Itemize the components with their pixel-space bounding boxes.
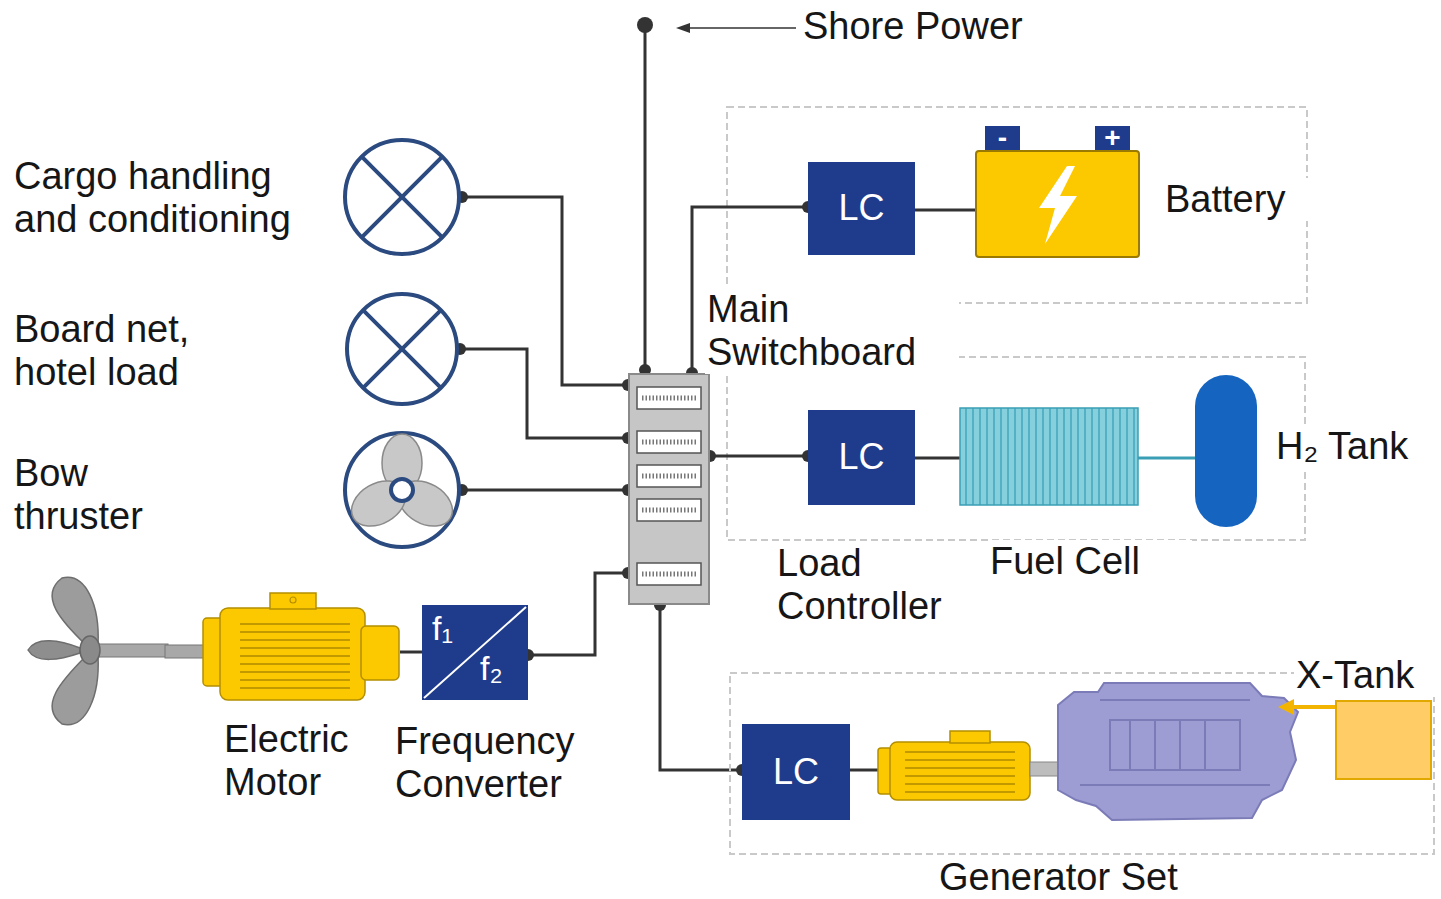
shore-power-terminal	[637, 17, 653, 33]
tank-body	[1195, 375, 1257, 527]
power-connector	[454, 343, 634, 444]
leader-arrowhead	[676, 23, 690, 33]
power-connector	[654, 599, 748, 776]
connector-line	[462, 489, 628, 492]
lightning-bolt	[1039, 166, 1077, 244]
switchboard-body	[628, 373, 710, 605]
frequency-label: f₁	[432, 611, 453, 645]
generator-terminal-box	[950, 731, 990, 743]
power-connector	[456, 484, 634, 496]
fuel-cell-group-outline	[727, 357, 1305, 540]
engine	[1058, 683, 1298, 820]
fuel-feed-arrowhead	[1278, 699, 1294, 715]
connector-line	[710, 455, 808, 458]
connector-line	[528, 573, 628, 655]
shore-power-wire	[644, 25, 647, 370]
frequency-converter: f₁f₂Frequency Converter	[422, 605, 528, 700]
propeller-blade	[52, 577, 98, 645]
breaker-slot	[637, 499, 701, 521]
frequency-label: f₂	[480, 651, 503, 685]
load-controller: LC	[742, 724, 850, 820]
propeller-blade	[52, 656, 98, 725]
connector-line	[460, 349, 628, 438]
node-label: Generator Set	[937, 856, 1241, 899]
connector-line	[462, 197, 628, 385]
battery-body	[975, 150, 1140, 258]
node-label: Main Switchboard	[705, 288, 959, 374]
box-label: LC	[808, 410, 915, 505]
terminal-sign: +	[1095, 126, 1130, 150]
connector-line	[400, 651, 422, 654]
power-connector	[915, 210, 975, 211]
breaker-slot	[637, 387, 701, 409]
node-label: H₂ Tank	[1274, 425, 1438, 468]
lamp-symbol	[344, 291, 460, 407]
connector-line	[1138, 457, 1195, 460]
leader-line	[688, 27, 796, 29]
terminal-sign: -	[985, 126, 1020, 150]
box-label: LC	[742, 724, 850, 820]
power-connector	[456, 191, 634, 391]
propeller-hub	[80, 636, 100, 664]
box-label: LC	[808, 162, 915, 255]
fuel-feed-line	[1292, 705, 1335, 709]
thruster-symbol	[342, 430, 462, 550]
node-label: Fuel Cell	[988, 540, 1192, 583]
breaker-slot	[637, 465, 701, 487]
load-controller: LC	[808, 162, 915, 255]
lamp-symbol	[342, 137, 462, 257]
motor-drawing	[165, 590, 400, 705]
generator-body	[890, 742, 1030, 800]
generator-wire	[850, 769, 880, 772]
power-connector	[1138, 458, 1195, 459]
breaker-slot	[637, 431, 701, 453]
connector-line	[915, 209, 975, 212]
node-label: Bow thruster	[12, 452, 176, 538]
fuel-tank: X-Tank	[1335, 700, 1432, 780]
generator-shaft	[1030, 762, 1058, 776]
propeller-blade	[28, 641, 80, 660]
load-symbol: Board net, hotel load	[344, 291, 460, 407]
electric-motor: Electric Motor	[165, 590, 400, 705]
engine-detail	[1080, 700, 1270, 785]
main-switchboard: Main Switchboard	[628, 373, 710, 605]
node-label: Cargo handling and conditioning	[12, 155, 331, 241]
tank-body	[1335, 700, 1432, 780]
node-label: Electric Motor	[222, 718, 396, 804]
node-label: Board net, hotel load	[12, 308, 246, 394]
node-label: Load Controller	[775, 542, 979, 628]
free-label: Shore Power	[801, 5, 1025, 48]
generator-set-group: LCX-TankGenerator Set	[729, 672, 1435, 855]
power-connector	[400, 652, 422, 653]
thruster-symbol: Bow thruster	[342, 430, 462, 550]
power-connector	[522, 567, 634, 661]
node-label: Battery	[1163, 178, 1317, 221]
power-connector	[915, 458, 960, 459]
load-symbol: Cargo handling and conditioning	[342, 137, 462, 257]
node-label: Frequency Converter	[393, 720, 622, 806]
hydrogen-tank: H₂ Tank	[1195, 375, 1257, 527]
thruster-blade	[344, 472, 414, 536]
fuel-cell-stack	[960, 408, 1138, 505]
battery: -+Battery	[975, 150, 1140, 258]
node-label: X-Tank	[1294, 654, 1438, 697]
load-controller: LCLoad Controller	[808, 410, 915, 505]
fuel-cell: Fuel Cell	[960, 408, 1138, 505]
connector-line	[915, 457, 960, 460]
generator-fins	[905, 752, 1015, 792]
breaker-slot	[637, 563, 701, 585]
power-connector	[704, 450, 814, 462]
